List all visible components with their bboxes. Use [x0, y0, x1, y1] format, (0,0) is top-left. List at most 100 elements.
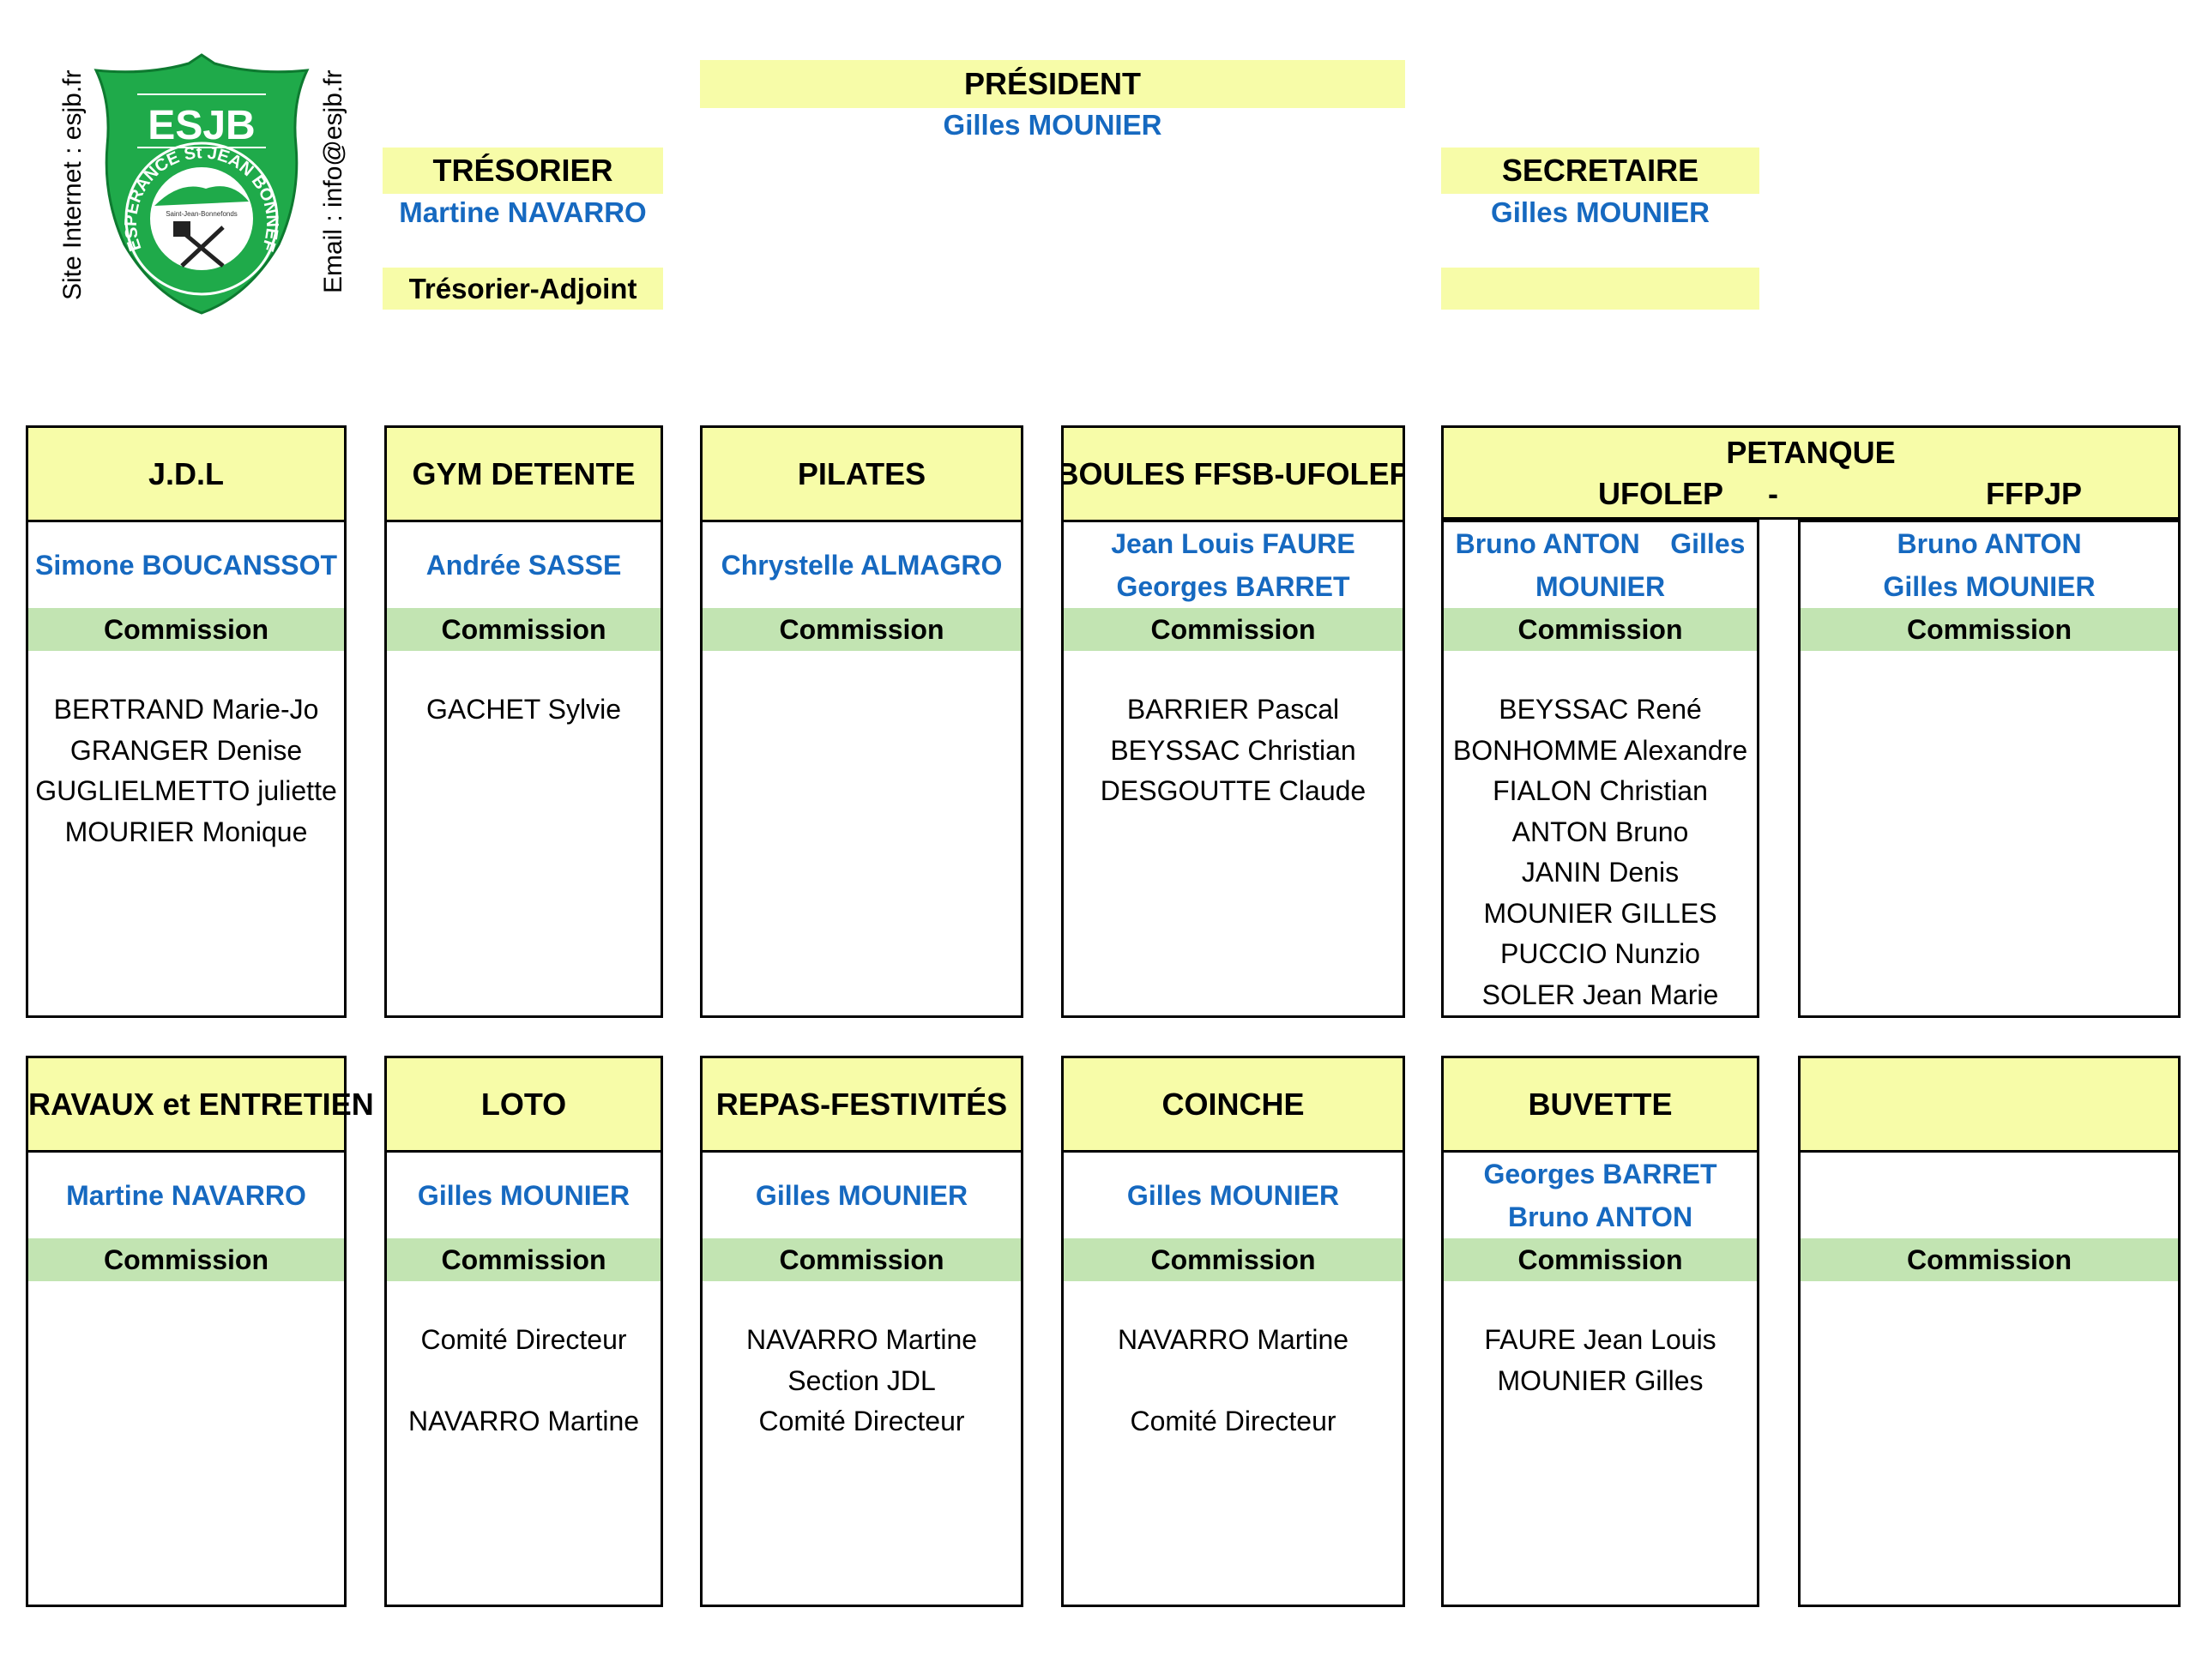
member-name: NAVARRO Martine	[407, 1405, 640, 1436]
section-responsables: Gilles MOUNIER	[703, 1153, 1021, 1238]
commission-label: Commission	[1064, 1238, 1403, 1281]
secretaire-title: SECRETAIRE	[1441, 148, 1759, 194]
member-name: GUGLIELMETTO juliette	[35, 775, 337, 806]
petanque-separator: -	[1768, 476, 1778, 511]
section-box: REPAS-FESTIVITÉS Gilles MOUNIER Commission…	[700, 1056, 1023, 1607]
site-internet-label: Site Internet : esjb.fr	[58, 69, 87, 300]
commission-label: Commission	[28, 1238, 344, 1281]
member-name: JANIN Denis	[1521, 857, 1680, 888]
commission-label: Commission	[1801, 608, 2178, 651]
email-label: Email : info@esjb.fr	[319, 69, 347, 293]
section-responsables: Simone BOUCANSSOT	[28, 522, 344, 608]
section-responsables: Bruno ANTON Gilles MOUNIER	[1801, 522, 2178, 608]
section-title: PILATES	[703, 428, 1021, 522]
member-name: BERTRAND Marie-Jo	[53, 694, 319, 725]
section-responsables: Georges BARRET Bruno ANTON	[1444, 1153, 1757, 1238]
section-responsables: Gilles MOUNIER	[1064, 1153, 1403, 1238]
member-name: MOUNIER Gilles	[1497, 1364, 1704, 1396]
section-title: REPAS-FESTIVITÉS	[703, 1058, 1021, 1153]
member-name: BEYSSAC René	[1499, 694, 1702, 725]
section-title: RAVAUX et ENTRETIEN	[28, 1058, 374, 1153]
commission-label: Commission	[1801, 1238, 2178, 1281]
section-responsables: Gilles MOUNIER	[387, 1153, 661, 1238]
responsable-name: Bruno ANTON	[1507, 1201, 1693, 1232]
section-responsables: Chrystelle ALMAGRO	[703, 522, 1021, 608]
section-responsables: Andrée SASSE	[387, 522, 661, 608]
section-title: BUVETTE	[1444, 1058, 1757, 1153]
svg-text:Saint-Jean-Bonnefonds: Saint-Jean-Bonnefonds	[166, 210, 238, 218]
responsable-name: Gilles MOUNIER	[1883, 571, 2096, 602]
president-title: PRÉSIDENT	[700, 60, 1405, 108]
responsable-name: Bruno ANTON	[1897, 528, 2082, 559]
responsable-name: Jean Louis FAURE	[1111, 528, 1355, 559]
member-name: Comité Directeur	[420, 1324, 627, 1355]
responsable-name: Bruno ANTON Gilles	[1455, 528, 1746, 559]
section-title: COINCHE	[1064, 1058, 1403, 1153]
president-name: Gilles MOUNIER	[943, 109, 1162, 141]
commission-label: Commission	[387, 608, 661, 651]
commission-label: Commission	[1064, 608, 1403, 651]
petanque-ffpjp: FFPJP	[1986, 476, 2083, 511]
section-box: Commission	[1798, 1056, 2181, 1607]
member-name: Comité Directeur	[758, 1406, 965, 1436]
member-name: NAVARRO Martine	[745, 1324, 978, 1355]
commission-label: Commission	[28, 608, 344, 651]
commission-label: Commission	[387, 1238, 661, 1281]
member-name: FIALON Christian	[1493, 775, 1708, 806]
section-title: BOULES FFSB-UFOLEP	[1064, 428, 1403, 522]
member-name: Comité Directeur	[1130, 1405, 1336, 1436]
section-responsables	[1801, 1153, 2178, 1238]
section-box: RAVAUX et ENTRETIEN Martine NAVARRO Commis…	[26, 1056, 374, 1607]
commission-label: Commission	[1444, 608, 1757, 651]
responsable-name: Gilles MOUNIER	[755, 1180, 968, 1211]
responsable-name: Gilles MOUNIER	[417, 1180, 630, 1211]
secretaire-name: Gilles MOUNIER	[1491, 196, 1710, 228]
member-name: MOUNIER GILLES	[1483, 897, 1717, 929]
member-name: SOLER Jean Marie	[1481, 978, 1719, 1010]
responsable-name: MOUNIER	[1535, 571, 1666, 602]
tresorier-adjoint-title: Trésorier-Adjoint	[383, 268, 663, 310]
member-name: BEYSSAC Christian	[1110, 734, 1356, 766]
responsable-name: Andrée SASSE	[425, 550, 622, 581]
member-name: NAVARRO Martine	[1117, 1324, 1349, 1355]
responsable-name: Chrystelle ALMAGRO	[721, 550, 1003, 581]
petanque-ufolep: UFOLEP	[1598, 476, 1724, 511]
member-name: GRANGER Denise	[69, 734, 303, 766]
secretaire-adjoint-band	[1441, 268, 1759, 310]
svg-text:ESJB: ESJB	[148, 103, 255, 148]
member-name: DESGOUTTE Claude	[1100, 775, 1366, 806]
responsable-name: Simone BOUCANSSOT	[34, 550, 338, 581]
responsable-name: Gilles MOUNIER	[1126, 1180, 1340, 1211]
tresorier-title: TRÉSORIER	[383, 148, 663, 194]
esjb-logo: ESJB ESPERANCE St JEAN BONNEFONDS Saint-…	[79, 37, 317, 317]
section-title: LOTO	[387, 1058, 661, 1153]
member-name: BARRIER Pascal	[1126, 694, 1340, 725]
member-name: GACHET Sylvie	[425, 694, 621, 725]
tresorier-name: Martine NAVARRO	[399, 196, 647, 228]
commission-label: Commission	[703, 1238, 1021, 1281]
commission-members: GACHET Sylvie	[387, 689, 661, 731]
section-box: PILATES Chrystelle ALMAGRO Commission	[700, 425, 1023, 1018]
responsable-name: Martine NAVARRO	[66, 1180, 306, 1211]
responsable-name: Georges BARRET	[1483, 1159, 1717, 1189]
member-name: FAURE Jean Louis	[1484, 1324, 1716, 1355]
member-name: PUCCIO Nunzio	[1500, 938, 1700, 969]
member-name: ANTON Bruno	[1511, 816, 1689, 847]
commission-label: Commission	[703, 608, 1021, 651]
member-name: Section JDL	[787, 1364, 936, 1396]
petanque-title: PETANQUE	[1726, 435, 1896, 470]
